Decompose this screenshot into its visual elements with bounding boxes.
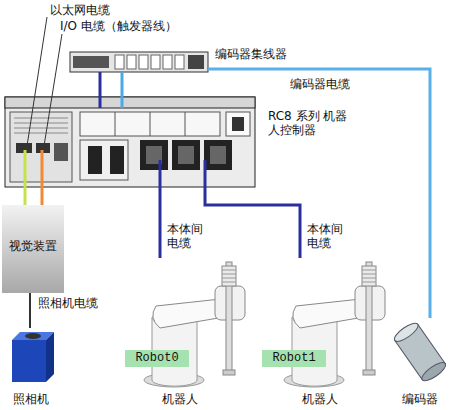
node-text: Robot1 xyxy=(262,351,326,365)
encoder-cable xyxy=(208,69,430,318)
node-text: 机器人 xyxy=(145,392,215,406)
cable-label: 本体间 电缆 xyxy=(167,222,209,251)
robot-controller: RC8 系列 机器人控制器 xyxy=(5,97,255,187)
robot-cable xyxy=(159,187,162,258)
hub-cable xyxy=(99,72,102,97)
robot-tag: Robot1 xyxy=(262,350,326,367)
camera: 照相机 xyxy=(5,328,57,408)
node-text: 照相机 xyxy=(5,392,57,406)
robot: 机器人 Robot0 xyxy=(120,258,260,408)
robot-cable xyxy=(205,187,300,258)
cable-label: 编码器电缆 xyxy=(290,77,350,91)
node-text: 编码器 xyxy=(392,392,448,406)
cable-label: 本体间 电缆 xyxy=(307,222,349,251)
cable-label: 照相机电缆 xyxy=(38,296,98,310)
encoder: 编码器 xyxy=(392,318,448,408)
io-cable xyxy=(41,187,44,205)
node-text: 编码器集线器 xyxy=(215,47,305,61)
cable-label: I/O 电缆（触发器线） xyxy=(60,19,177,33)
hub-cable xyxy=(121,72,124,97)
node-text: Robot0 xyxy=(125,351,189,365)
ethernet-cable xyxy=(24,187,27,205)
node-text: RC8 系列 机器人控制器 xyxy=(268,109,348,138)
robot: 机器人 Robot1 xyxy=(260,258,400,408)
robot-tag: Robot0 xyxy=(125,350,189,367)
vision-device: 视觉装置 xyxy=(2,205,64,293)
camera-cable xyxy=(29,293,31,328)
node-text: 机器人 xyxy=(285,392,355,406)
cable-label: 以太网电缆 xyxy=(50,3,110,17)
node-text: 视觉装置 xyxy=(2,239,64,253)
encoder-hub: 编码器集线器 xyxy=(70,52,208,72)
